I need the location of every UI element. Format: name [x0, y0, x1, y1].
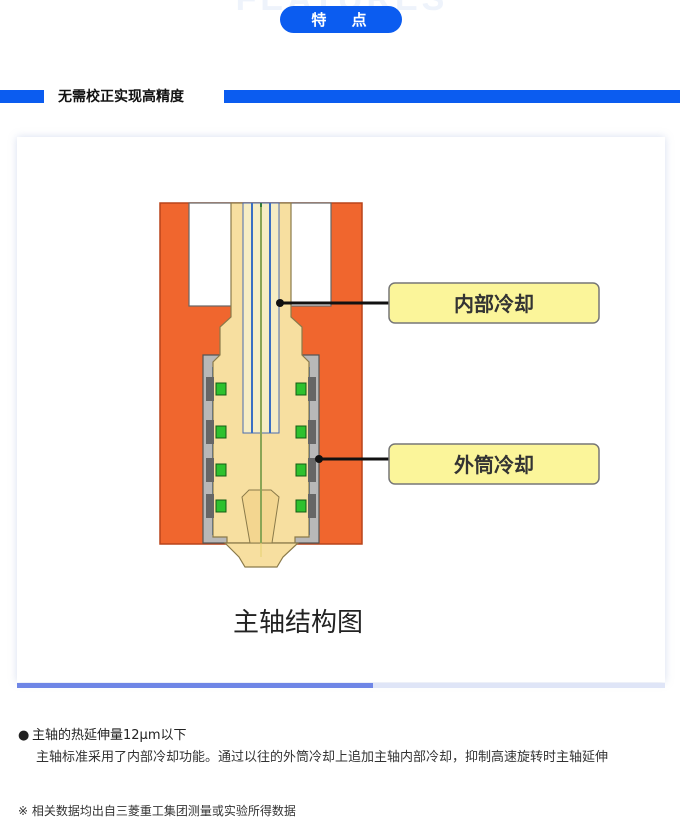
bearings-right [295, 382, 307, 513]
section-bar-left [0, 90, 44, 103]
bullet-title: 主轴的热延伸量12μm以下 [32, 728, 187, 743]
label-box-outer [388, 443, 600, 485]
figure-progress-track [17, 683, 665, 688]
bullet-item: ●主轴的热延伸量12μm以下 [18, 724, 186, 743]
section-bar-right [224, 90, 680, 103]
bullet-dot: ● [18, 728, 30, 743]
label-inner-cooling: 内部冷却 [454, 292, 534, 316]
figure-progress-fill [17, 683, 374, 688]
section-title: 无需校正实现高精度 [58, 89, 184, 105]
features-badge: 特 点 [280, 6, 402, 33]
spindle-figure-card: 内部冷却 外筒冷却 主轴结构图 [17, 137, 665, 682]
spindle-structure-diagram: 内部冷却 外筒冷却 主轴结构图 [159, 202, 600, 638]
figure-caption: 主轴结构图 [233, 608, 363, 638]
label-box-inner [388, 282, 600, 324]
bearings-left [215, 382, 227, 513]
bullet-description: 主轴标准采用了内部冷却功能。通过以往的外筒冷却上追加主轴内部冷却，抑制高速旋转时… [36, 750, 609, 765]
label-outer-cooling: 外筒冷却 [454, 453, 534, 477]
data-source-note: ※ 相关数据均出自三菱重工集团测量或实验所得数据 [18, 804, 296, 818]
section-header: 无需校正实现高精度 [0, 87, 684, 107]
